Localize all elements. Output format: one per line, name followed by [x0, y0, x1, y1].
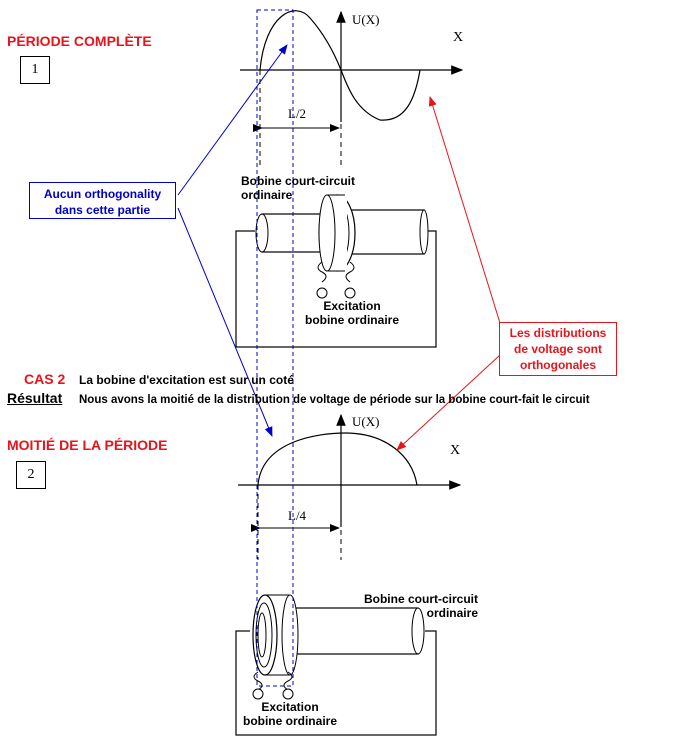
terminal-bottom-right: [282, 688, 294, 700]
callout-orthogonal-distributions: Les distributions de voltage sont orthog…: [499, 322, 617, 376]
case2-title: MOITIÉ DE LA PÉRIODE: [7, 437, 168, 453]
case1-title: PÉRIODE COMPLÈTE: [7, 33, 152, 49]
short-circuit-coil-cylinder-bottom: [289, 607, 419, 655]
resultat-text: Nous avons la moitié de la distribution …: [79, 394, 590, 406]
coil-assembly-bottom: [235, 594, 437, 736]
terminal-top-right: [344, 287, 356, 299]
short-circuit-coil-label-top: Bobine court-circuit ordinaire: [241, 174, 356, 202]
half-arch-curve: [257, 432, 418, 486]
excitation-coil-bottom: [252, 594, 278, 676]
dimension-l2-label: L/2: [288, 106, 307, 121]
excitation-coil-label-top: Excitation bobine ordinaire: [304, 299, 399, 327]
full-sine-curve: [259, 10, 421, 121]
terminal-bottom-left: [252, 688, 264, 700]
x-axis-label-top: X: [453, 30, 464, 45]
full-period-plot: [240, 10, 464, 165]
y-axis-label-top: U(X): [352, 12, 380, 27]
case2-number-box: 2: [16, 461, 46, 489]
cas2-label: CAS 2: [24, 371, 66, 387]
non-orthogonal-zone: [256, 9, 294, 687]
x-axis-label-bottom: X: [450, 443, 461, 458]
blue-arrow-upper: [177, 44, 288, 196]
cas2-text: La bobine d'excitation est sur un coté: [79, 373, 294, 387]
excitation-coil-label-bottom: Excitation bobine ordinaire: [242, 700, 337, 728]
case1-number-box: 1: [20, 56, 50, 84]
short-circuit-coil-label-bottom: Bobine court-circuit ordinaire: [363, 592, 478, 620]
coil-assembly-top: [235, 194, 437, 348]
red-arrow-lower: [396, 354, 501, 451]
callout-no-orthogonality: Aucun orthogonality dans cette partie: [29, 182, 176, 219]
dimension-l4-label: L/4: [288, 508, 307, 523]
blue-arrow-lower: [177, 207, 273, 437]
resultat-label: Résultat: [7, 390, 63, 406]
y-axis-label-bottom: U(X): [352, 414, 380, 429]
red-arrow-upper: [428, 96, 501, 324]
terminal-top-left: [316, 287, 328, 299]
half-period-plot: [238, 413, 462, 560]
